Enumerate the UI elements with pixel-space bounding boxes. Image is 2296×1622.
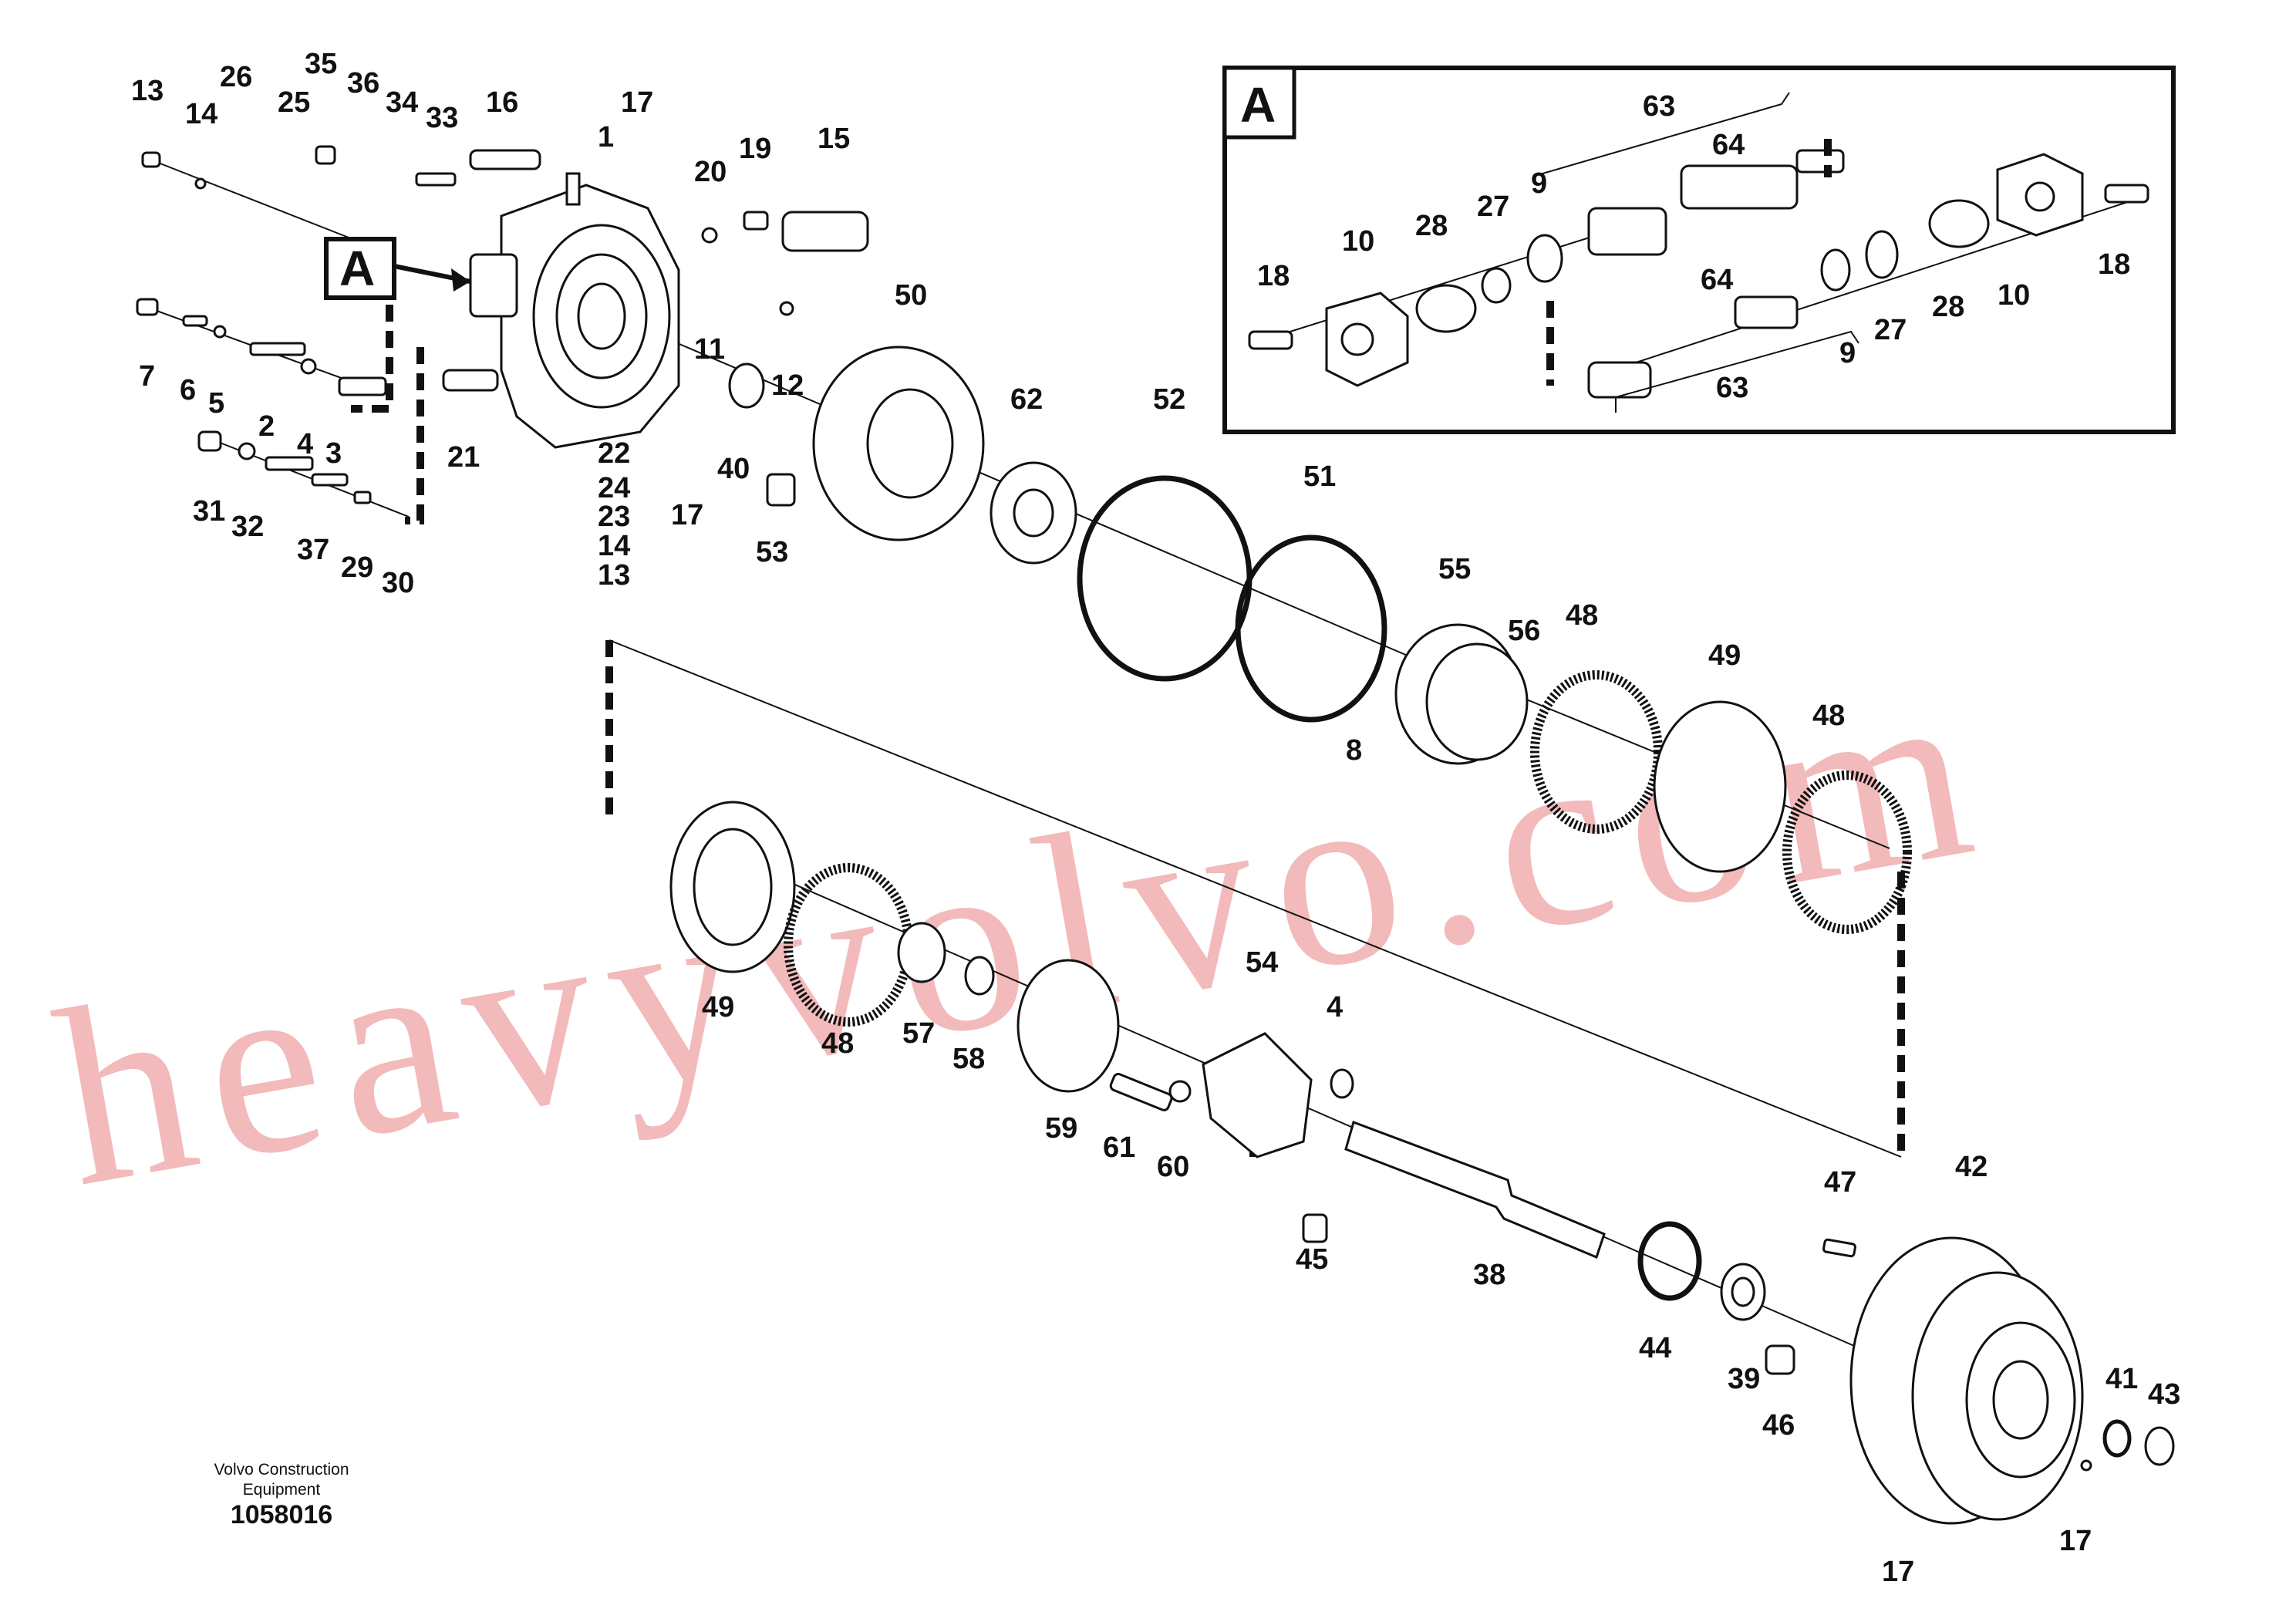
part-label: 4 — [1327, 991, 1343, 1023]
part-label: 30 — [382, 567, 414, 599]
part-label: 45 — [1296, 1243, 1328, 1276]
part-label: 6 — [180, 374, 196, 406]
detail-box-title: A — [1240, 77, 1276, 133]
part-label: 4 — [297, 428, 313, 460]
detail-label-63-bottom: 63 — [1716, 372, 1748, 404]
part-label: 19 — [739, 133, 771, 165]
part-labels: 13 26 14 25 35 36 34 33 16 17 1 20 19 15… — [131, 48, 2180, 1588]
part-label: 38 — [1473, 1259, 1505, 1291]
part-label: 24 — [598, 472, 630, 504]
part-label: 48 — [821, 1027, 854, 1060]
callout-a: A — [324, 237, 471, 300]
manufacturer-caption: Volvo Construction Equipment — [166, 1460, 397, 1500]
part-label: 15 — [818, 123, 850, 155]
detail-label-27-left: 27 — [1477, 191, 1509, 223]
detail-box-a: A 18 10 28 27 9 63 64 64 9 — [1222, 66, 2176, 434]
part-label: 32 — [231, 511, 264, 543]
part-label: 13 — [131, 75, 164, 107]
part-label: 2 — [258, 410, 275, 443]
part-label: 3 — [325, 437, 342, 470]
part-label: 48 — [1566, 599, 1598, 632]
callout-a-label: A — [339, 241, 375, 296]
part-label: 11 — [694, 333, 725, 366]
detail-label-64-bottom: 64 — [1701, 264, 1733, 296]
part-label: 13 — [598, 559, 630, 592]
part-label: 7 — [139, 360, 155, 393]
part-label: 49 — [1708, 639, 1741, 672]
part-label: 17 — [2059, 1525, 2092, 1557]
detail-label-18-left: 18 — [1257, 260, 1290, 292]
part-label: 17 — [671, 499, 703, 531]
part-label: 58 — [952, 1043, 985, 1075]
part-label: 16 — [486, 86, 518, 119]
detail-label-28-right: 28 — [1932, 291, 1964, 323]
part-label: 41 — [2106, 1363, 2138, 1395]
part-label: 57 — [902, 1017, 935, 1050]
part-label: 35 — [305, 48, 337, 80]
part-label: 20 — [694, 156, 727, 188]
part-label: 61 — [1103, 1131, 1135, 1164]
part-label: 49 — [702, 991, 734, 1023]
part-label: 62 — [1010, 383, 1043, 416]
detail-label-18-right: 18 — [2098, 248, 2130, 281]
part-label: 42 — [1955, 1151, 1988, 1183]
part-label: 33 — [426, 102, 458, 134]
part-label: 59 — [1045, 1112, 1077, 1145]
part-label: 52 — [1153, 383, 1185, 416]
drawing-number: 1058016 — [230, 1500, 333, 1529]
detail-label-9-left: 9 — [1531, 167, 1547, 200]
detail-label-28-left: 28 — [1415, 210, 1448, 242]
part-label: 51 — [1303, 460, 1336, 493]
part-label: 54 — [1246, 946, 1278, 979]
part-label: 40 — [717, 453, 750, 485]
part-label: 53 — [756, 536, 788, 568]
part-label: 23 — [598, 501, 630, 533]
manufacturer-line-1: Volvo Construction — [214, 1461, 349, 1479]
part-label: 56 — [1508, 615, 1540, 647]
part-label: 55 — [1438, 553, 1471, 585]
part-label: 47 — [1824, 1166, 1856, 1199]
part-label: 36 — [347, 67, 379, 99]
part-label: 43 — [2148, 1378, 2180, 1411]
part-label: 8 — [1346, 734, 1362, 767]
part-label: 21 — [447, 441, 480, 474]
part-label: 48 — [1812, 700, 1845, 732]
part-label: 25 — [278, 86, 310, 119]
detail-label-27-right: 27 — [1874, 314, 1907, 346]
manufacturer-line-2: Equipment — [242, 1481, 321, 1499]
part-label: 31 — [193, 495, 225, 528]
detail-label-9-right: 9 — [1839, 337, 1856, 369]
part-label: 14 — [598, 530, 630, 562]
part-label: 26 — [220, 61, 252, 93]
detail-label-63-top: 63 — [1643, 90, 1675, 123]
detail-label-64-top: 64 — [1712, 129, 1745, 161]
part-label: 5 — [208, 387, 224, 420]
part-label: 46 — [1762, 1409, 1795, 1442]
part-label: 17 — [621, 86, 653, 119]
part-label: 34 — [386, 86, 418, 119]
lower-assembly — [669, 801, 2175, 1525]
part-label: 60 — [1157, 1151, 1189, 1183]
part-label: 50 — [895, 279, 927, 312]
part-label: 37 — [297, 534, 329, 566]
detail-label-10-right: 10 — [1998, 279, 2030, 312]
part-label: 14 — [185, 98, 217, 130]
part-label: 22 — [598, 437, 630, 470]
upper-assembly — [136, 145, 1912, 1158]
detail-label-10-left: 10 — [1342, 225, 1374, 258]
part-label: 17 — [1882, 1556, 1914, 1588]
part-label: 12 — [771, 369, 804, 402]
part-label: 44 — [1639, 1332, 1671, 1364]
part-label: 29 — [341, 551, 373, 584]
part-label: 1 — [598, 121, 614, 153]
part-label: 39 — [1728, 1363, 1760, 1395]
